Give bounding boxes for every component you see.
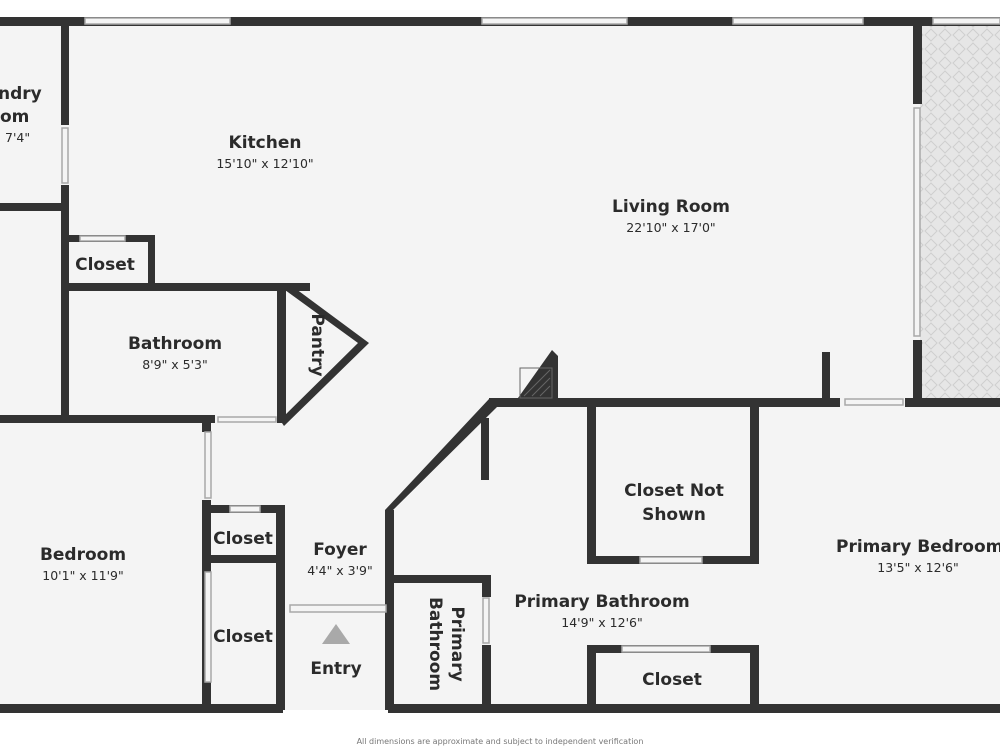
entry-arrow-icon	[322, 624, 350, 644]
wall-pbs-right-top	[482, 575, 491, 597]
kitchen-name: Kitchen	[229, 133, 302, 153]
closet-not-shown-line1: Closet Not	[624, 481, 724, 501]
wall-bottom-right	[388, 704, 1000, 713]
wall-pbs-right	[482, 645, 491, 710]
primary-bath-small-line2: Bathroom	[425, 597, 445, 691]
pantry-name: Pantry	[307, 313, 327, 376]
laundry-name-line2: om	[0, 107, 29, 127]
wall-laundry-bottom	[0, 203, 69, 211]
wall-closet-mid-bottom	[206, 555, 284, 563]
primary-bathroom-dims: 14'9" x 12'6"	[561, 615, 642, 630]
wall-cns-right	[750, 403, 759, 563]
bathroom-name: Bathroom	[128, 334, 222, 354]
doorway-primary-bedroom	[844, 398, 904, 406]
wall-cns-left	[587, 403, 596, 563]
foyer-dims: 4'4" x 3'9"	[307, 563, 373, 578]
disclaimer: All dimensions are approximate and subje…	[357, 737, 644, 746]
wall-bathroom-top	[66, 283, 310, 291]
sliding-door-patio	[913, 107, 921, 337]
wall-patio-upper	[913, 20, 922, 104]
wall-diagonal-stub	[518, 350, 558, 404]
window-kitchen	[84, 17, 231, 25]
window-living-1	[481, 17, 628, 25]
entry-threshold	[289, 604, 387, 613]
wall-diagonal	[385, 399, 497, 510]
primary-bedroom-floor	[920, 400, 1000, 710]
primary-bedroom-name: Primary Bedroom	[836, 537, 1000, 557]
interior-floor	[0, 20, 920, 710]
patio-floor	[920, 20, 1000, 400]
doorway-bathroom	[217, 416, 277, 423]
doorway-closet-low	[204, 571, 212, 683]
doorway-primary-bath-small	[482, 597, 490, 644]
window-living-2	[732, 17, 864, 25]
wall-closet-pb-right	[750, 645, 759, 710]
wall-entry-left	[276, 610, 285, 710]
window-patio	[932, 17, 1000, 25]
closet-pb-name: Closet	[642, 670, 702, 690]
floor-areas	[0, 20, 1000, 710]
wall-patio-lower	[913, 340, 922, 406]
wall-closet-pb-left	[587, 645, 596, 710]
doorway-closet-pb	[621, 645, 711, 653]
wall-bottom-left	[0, 704, 283, 713]
wall-foyer-right	[385, 510, 394, 710]
doorway-closet-top	[79, 235, 126, 242]
entry-name: Entry	[310, 659, 361, 679]
wall-living-stub	[822, 352, 830, 404]
wall-primary-top	[489, 398, 840, 407]
closet-not-shown-line2: Shown	[642, 505, 706, 525]
wall-laundry-right-upper	[61, 20, 69, 125]
wall-bathroom-bottom	[0, 415, 215, 423]
laundry-dims: 7'4"	[5, 130, 30, 145]
wall-bedroom-right-top	[202, 420, 211, 432]
foyer-name: Foyer	[313, 540, 367, 560]
bedroom-dims: 10'1" x 11'9"	[42, 568, 123, 583]
room-labels: ndry om 7'4" Kitchen 15'10" x 12'10" Liv…	[0, 84, 1000, 746]
wall-pbs-top	[390, 575, 490, 583]
wall-bathroom-right	[277, 283, 286, 423]
closet-mid-name: Closet	[213, 529, 273, 549]
wall-laundry-right-lower	[61, 185, 69, 420]
stair-hatch	[519, 367, 553, 399]
kitchen-dims: 15'10" x 12'10"	[216, 156, 313, 171]
doorway-bedroom	[204, 431, 212, 499]
living-room-name: Living Room	[612, 197, 730, 217]
wall-closet-right	[148, 235, 155, 287]
primary-bathroom-name: Primary Bathroom	[514, 592, 689, 612]
primary-bath-small-line1: Primary	[447, 606, 467, 681]
closet-top-name: Closet	[75, 255, 135, 275]
bathroom-dims: 8'9" x 5'3"	[142, 357, 208, 372]
windows	[61, 17, 1000, 683]
doorway-closet-not-shown	[639, 556, 703, 564]
primary-bedroom-dims: 13'5" x 12'6"	[877, 560, 958, 575]
living-room-dims: 22'10" x 17'0"	[626, 220, 715, 235]
wall-pantry	[280, 286, 369, 426]
wall-foyer-left	[276, 505, 285, 610]
doorway-closet-mid	[229, 505, 261, 513]
laundry-name-line1: ndry	[0, 84, 42, 104]
bedroom-name: Bedroom	[40, 545, 126, 565]
wall-primary-top-right	[905, 398, 1000, 407]
doorway-laundry	[61, 127, 69, 184]
wall-stub-vertical	[481, 418, 489, 480]
closet-low-name: Closet	[213, 627, 273, 647]
